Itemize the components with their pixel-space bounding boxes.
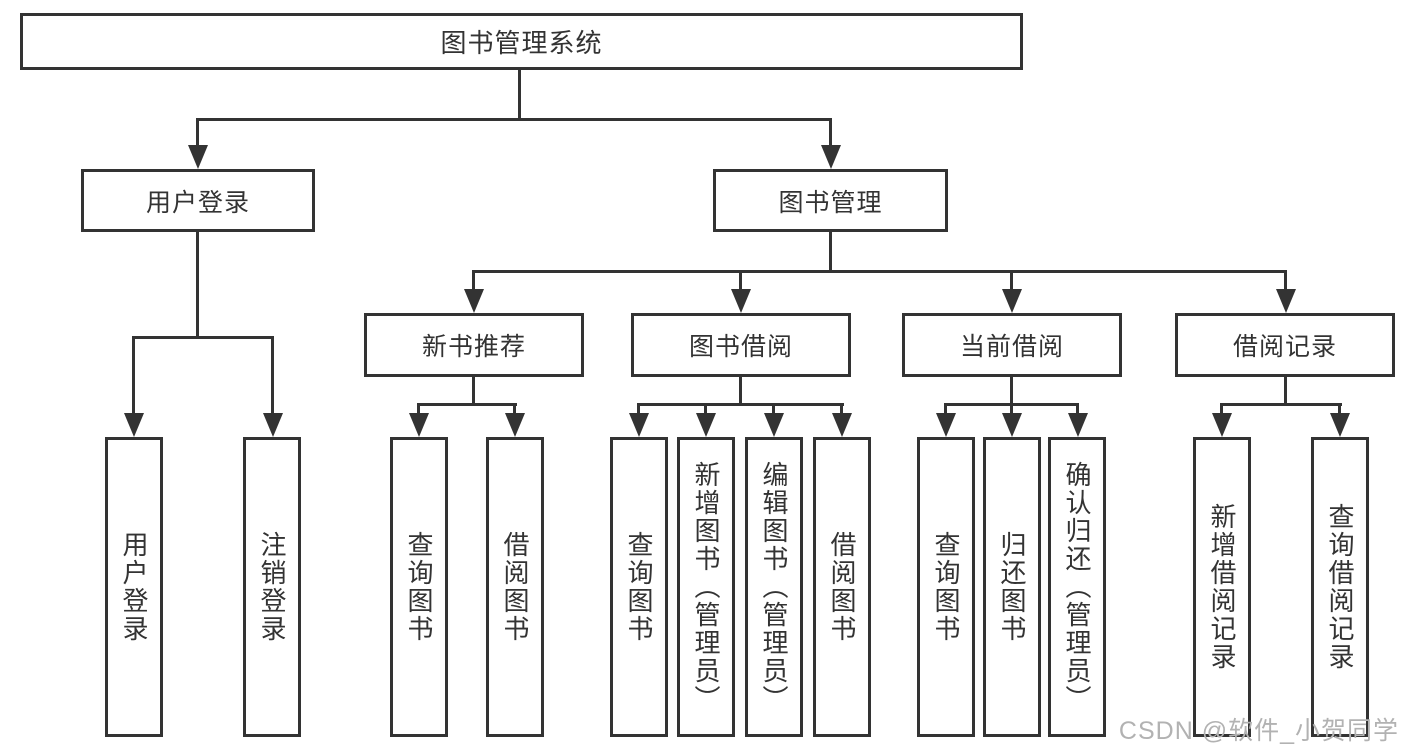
arrowhead-bb-leaf2-icon [696, 413, 716, 437]
connector-to-book-mgmt [829, 118, 832, 148]
arrowhead-book-borrow-icon [731, 289, 751, 313]
arrowhead-bb-leaf1-icon [629, 413, 649, 437]
leaf-nb-query-books: 查询图书 [390, 437, 448, 737]
arrowhead-logout-leaf-icon [263, 413, 283, 437]
leaf-bb-query-books: 查询图书 [610, 437, 668, 737]
connector-new-book-stub [472, 377, 475, 406]
node-book-management: 图书管理 [713, 169, 948, 232]
leaf-br-add-record: 新增借阅记录 [1193, 437, 1251, 737]
connector-user-login-stub [196, 232, 199, 336]
connector-cb-leaf2 [1010, 403, 1013, 417]
arrowhead-cb-leaf1-icon [936, 413, 956, 437]
arrowhead-br-leaf1-icon [1212, 413, 1232, 437]
node-user-login: 用户登录 [81, 169, 315, 232]
connector-to-borrow-records [1284, 270, 1287, 292]
arrowhead-user-login-icon [188, 145, 208, 169]
node-current-borrowing: 当前借阅 [902, 313, 1122, 377]
leaf-bb-borrow-books: 借阅图书 [813, 437, 871, 737]
arrowhead-br-leaf2-icon [1330, 413, 1350, 437]
node-new-book-recommend: 新书推荐 [364, 313, 584, 377]
arrowhead-borrow-records-icon [1276, 289, 1296, 313]
leaf-logout: 注销登录 [243, 437, 301, 737]
leaf-cb-confirm-return-admin: 确认归还（管理员） [1048, 437, 1106, 737]
connector-new-book-rail [417, 403, 517, 406]
connector-bb-leaf1 [637, 403, 640, 417]
connector-nb-leaf1 [417, 403, 420, 417]
leaf-bb-add-books-admin: 新增图书（管理员） [677, 437, 735, 737]
connector-to-logout-leaf [271, 336, 274, 416]
connector-book-mgmt-stub [829, 232, 832, 273]
connector-br-leaf2 [1338, 403, 1341, 417]
connector-bb-leaf3 [772, 403, 775, 417]
connector-root-stub [518, 70, 521, 120]
leaf-cb-query-books: 查询图书 [917, 437, 975, 737]
connector-to-user-login [196, 118, 199, 148]
leaf-br-query-record: 查询借阅记录 [1311, 437, 1369, 737]
connector-borrow-records-rail [1220, 403, 1342, 406]
arrowhead-cb-leaf2-icon [1002, 413, 1022, 437]
connector-cb-leaf1 [944, 403, 947, 417]
node-borrowing-records: 借阅记录 [1175, 313, 1395, 377]
connector-cb-leaf3 [1076, 403, 1079, 417]
leaf-bb-edit-books-admin: 编辑图书（管理员） [745, 437, 803, 737]
connector-borrow-records-stub [1284, 377, 1287, 406]
connector-level2-rail [196, 118, 832, 121]
connector-book-borrow-stub [739, 377, 742, 406]
node-root-library-system: 图书管理系统 [20, 13, 1023, 70]
arrowhead-login-leaf-icon [124, 413, 144, 437]
arrowhead-bb-leaf4-icon [832, 413, 852, 437]
arrowhead-bb-leaf3-icon [764, 413, 784, 437]
arrowhead-nb-leaf2-icon [505, 413, 525, 437]
leaf-user-login: 用户登录 [105, 437, 163, 737]
connector-bb-leaf4 [840, 403, 843, 417]
connector-current-borrow-stub [1010, 377, 1013, 406]
connector-to-book-borrow [739, 270, 742, 292]
arrowhead-nb-leaf1-icon [409, 413, 429, 437]
connector-user-login-rail [132, 336, 274, 339]
connector-to-current-borrow [1010, 270, 1013, 292]
connector-level3-rail [472, 270, 1287, 273]
arrowhead-new-book-icon [464, 289, 484, 313]
connector-to-login-leaf [132, 336, 135, 416]
arrowhead-cb-leaf3-icon [1068, 413, 1088, 437]
arrowhead-book-mgmt-icon [821, 145, 841, 169]
connector-book-borrow-rail [637, 403, 844, 406]
connector-nb-leaf2 [513, 403, 516, 417]
connector-bb-leaf2 [704, 403, 707, 417]
arrowhead-current-borrow-icon [1002, 289, 1022, 313]
connector-to-new-book [472, 270, 475, 292]
leaf-cb-return-books: 归还图书 [983, 437, 1041, 737]
csdn-watermark: CSDN @软件_小贺同学 [1118, 717, 1399, 745]
leaf-nb-borrow-books: 借阅图书 [486, 437, 544, 737]
connector-br-leaf1 [1220, 403, 1223, 417]
node-book-borrowing: 图书借阅 [631, 313, 851, 377]
